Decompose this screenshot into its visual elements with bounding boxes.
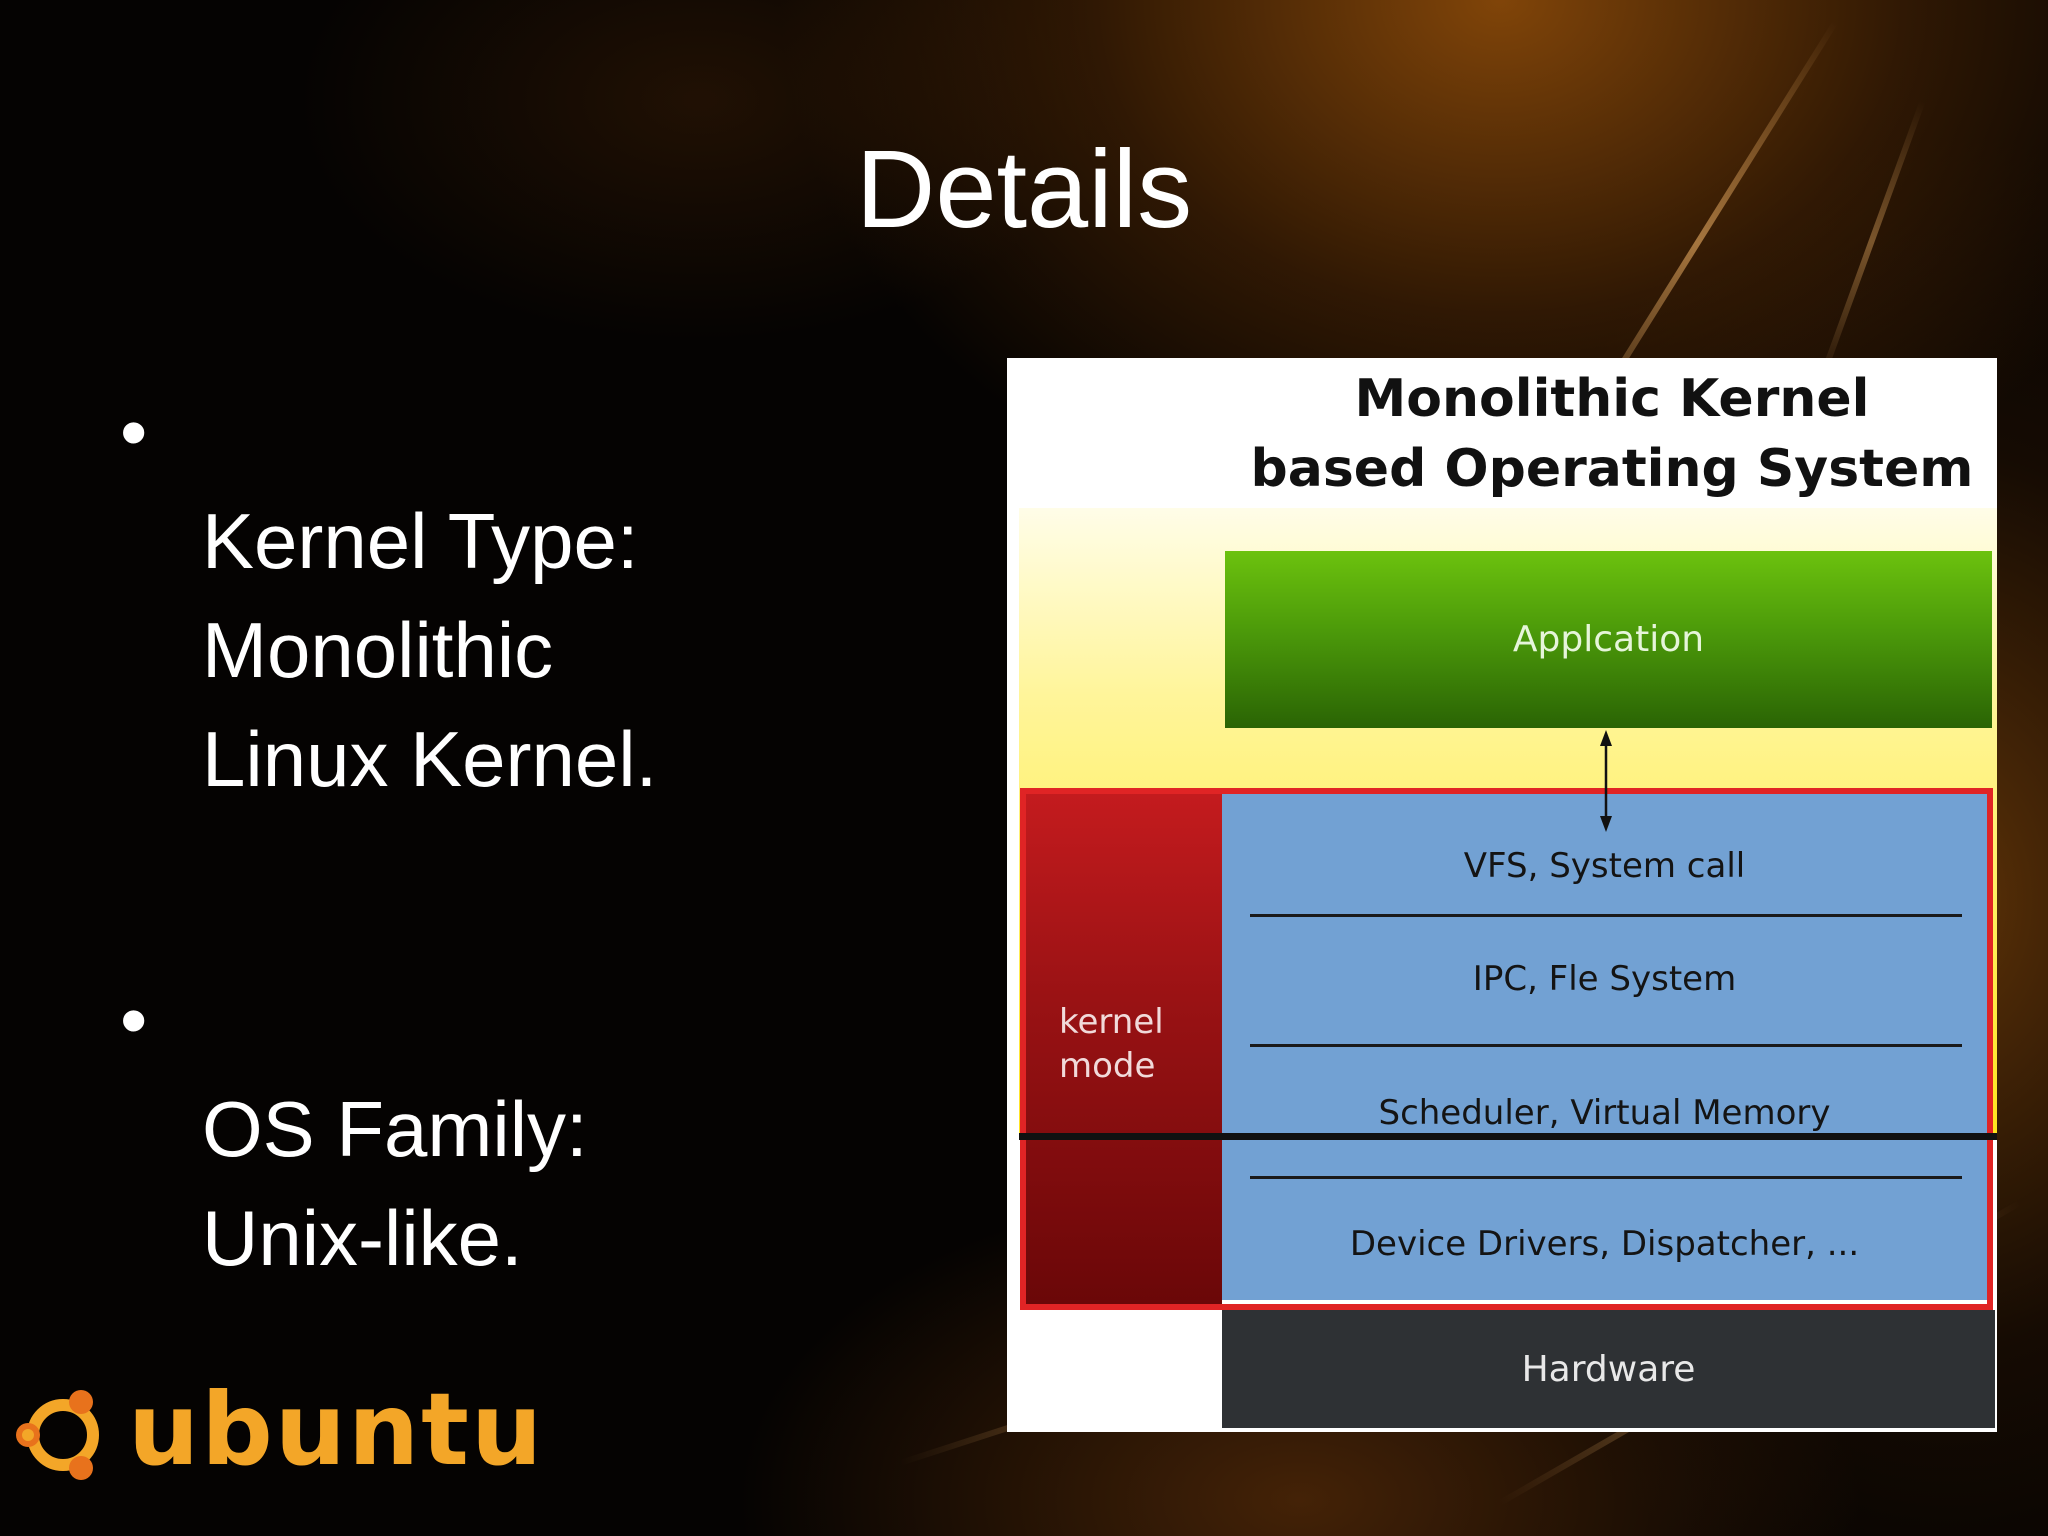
hardware-label: Hardware bbox=[1521, 1348, 1696, 1390]
diagram-title: Monolithic Kernel based Operating System bbox=[1250, 369, 1974, 499]
slide-title: Details bbox=[855, 128, 1193, 251]
system-call-arrow-icon bbox=[1600, 730, 1612, 832]
ubuntu-wordmark: ubuntu bbox=[128, 1371, 545, 1488]
ubuntu-logo: ubuntu bbox=[8, 1371, 542, 1490]
application-box: Applcation bbox=[1225, 551, 1992, 728]
hardware-box: Hardware bbox=[1222, 1310, 1995, 1428]
bullet-kernel-type: • Kernel Type: Monolithic Linux Kernel. bbox=[120, 378, 940, 814]
kernel-layer-scheduler: Scheduler, Virtual Memory bbox=[1378, 1093, 1831, 1133]
layer-divider bbox=[1250, 914, 1962, 917]
bullet-marker: • bbox=[120, 388, 148, 476]
kernel-layer-vfs: VFS, System call bbox=[1463, 846, 1746, 886]
kernel-frame bbox=[1020, 788, 1993, 1310]
bullet-text: Kernel Type: Monolithic Linux Kernel. bbox=[202, 497, 658, 803]
kernel-layer-drivers: Device Drivers, Dispatcher, ... bbox=[1349, 1224, 1860, 1264]
ubuntu-circle-of-friends-icon bbox=[16, 1390, 99, 1480]
kernel-mode-column bbox=[1022, 792, 1222, 1306]
kernel-layer-ipc: IPC, Fle System bbox=[1472, 959, 1737, 999]
layer-divider bbox=[1250, 1176, 1962, 1179]
kernel-mode-label: kernel mode bbox=[1059, 1002, 1164, 1086]
bullet-text: OS Family: Unix-like. bbox=[202, 1085, 588, 1282]
monolithic-kernel-diagram: Monolithic Kernel based Operating System… bbox=[1007, 358, 1997, 1432]
layer-divider bbox=[1250, 1044, 1962, 1047]
application-label: Applcation bbox=[1512, 619, 1705, 660]
user-kernel-boundary-line bbox=[1019, 1133, 1997, 1140]
bullet-os-family: • OS Family: Unix-like. bbox=[120, 966, 940, 1293]
bullet-list: • Kernel Type: Monolithic Linux Kernel. •… bbox=[120, 378, 940, 1293]
bullet-marker: • bbox=[120, 976, 148, 1064]
